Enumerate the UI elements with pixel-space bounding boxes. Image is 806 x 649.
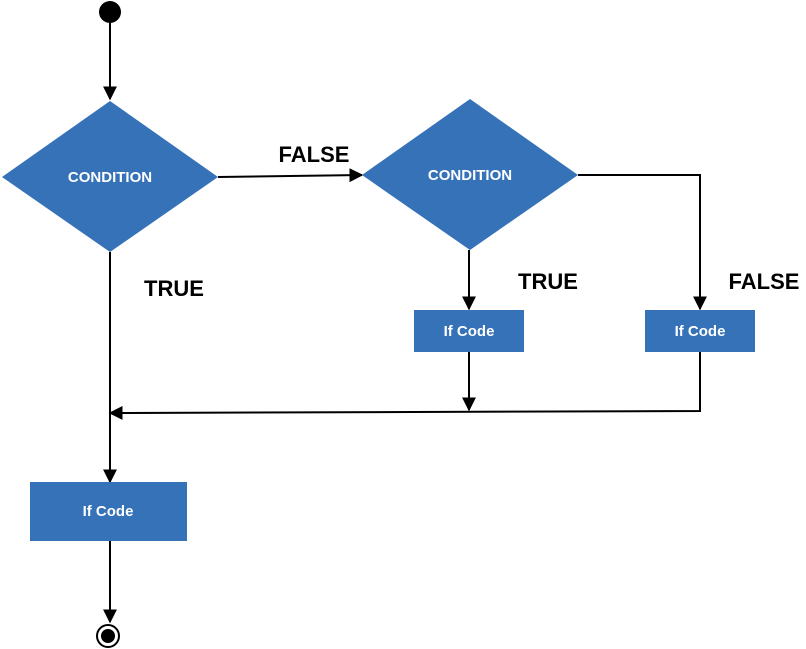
edge-if-code-false-merge [108,352,701,420]
if-code-final-box: If Code [30,482,187,541]
condition2-false-label: FALSE [729,269,800,294]
if-code-true-box: If Code [414,310,524,352]
edge-condition2-false-to-if-code [578,174,707,311]
if-code-final-label: If Code [83,503,134,520]
if-code-true-label: If Code [444,323,495,340]
if-code-false-label: If Code [675,323,726,340]
start-node [99,1,121,23]
condition1-diamond: CONDITION [2,101,218,252]
condition1-label: CONDITION [68,169,152,186]
condition1-true-label: TRUE [144,276,204,301]
end-node [96,624,120,648]
condition1-false-label: FALSE [279,142,350,167]
edge-condition1-false-to-condition2 [217,168,364,183]
condition2-label: CONDITION [428,167,512,184]
condition2-true-label: TRUE [518,269,578,294]
condition2-diamond: CONDITION [362,99,578,250]
if-code-false-box: If Code [645,310,755,352]
